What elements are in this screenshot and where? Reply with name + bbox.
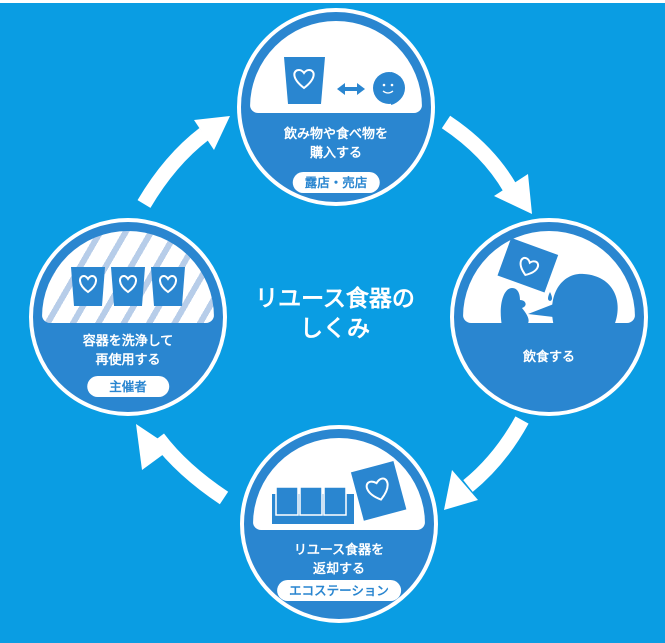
cup-icon-3 — [151, 267, 185, 306]
cup-icon-1 — [71, 267, 105, 306]
cup-icon — [284, 57, 325, 104]
diagram-title: リユース食器の しくみ — [225, 284, 445, 344]
arrow-top-to-right — [441, 115, 517, 192]
step-return: リユース食器を 返却する エコステーション — [240, 425, 438, 623]
step-purchase-text: 飲み物や食べ物を 購入する — [241, 125, 431, 163]
arrow-right-to-bottom — [463, 416, 529, 492]
drop-icon — [548, 292, 552, 301]
step-wash: 容器を洗浄して 再使用する 主催者 — [29, 218, 227, 416]
tilted-cup-icon — [497, 237, 559, 293]
coin-icon — [373, 72, 405, 105]
person-icon — [500, 273, 618, 326]
step-wash-line2: 再使用する — [95, 353, 161, 368]
double-arrow-icon — [337, 83, 365, 95]
cup-rack-icon — [272, 486, 354, 524]
step-purchase-line2: 購入する — [309, 146, 362, 161]
title-line-2: しくみ — [300, 316, 370, 342]
purchase-illustration — [284, 57, 405, 105]
cup-icon-2 — [111, 267, 145, 306]
arrowhead-bottom — [444, 470, 478, 510]
top-border — [0, 0, 665, 3]
step-purchase-location-badge: 露店・売店 — [292, 172, 380, 193]
eating-person-illustration — [497, 237, 618, 326]
title-line-1: リユース食器の — [255, 286, 415, 312]
arrow-left-to-top — [137, 128, 209, 208]
arrowhead-top — [194, 116, 230, 150]
step-eat: 飲食する — [450, 218, 648, 416]
step-return-text: リユース食器を 返却する — [244, 541, 434, 579]
step-wash-line1: 容器を洗浄して — [82, 334, 174, 349]
step-eat-text: 飲食する — [522, 350, 575, 365]
return-station-illustration — [272, 461, 407, 524]
returned-cup-icon — [350, 461, 407, 521]
step-purchase-line1: 飲み物や食べ物を — [283, 127, 388, 142]
step-wash-organizer-badge: 主催者 — [87, 376, 169, 397]
step-return-location-badge: エコステーション — [277, 580, 401, 601]
step-purchase: 飲み物や食べ物を 購入する 露店・売店 — [237, 8, 435, 206]
arrowhead-right — [494, 174, 532, 214]
step-return-line1: リユース食器を — [293, 543, 385, 558]
arrowhead-left — [136, 424, 172, 470]
step-wash-text: 容器を洗浄して 再使用する — [33, 332, 223, 370]
washed-cups-illustration — [71, 267, 185, 306]
step-return-line2: 返却する — [312, 562, 365, 577]
